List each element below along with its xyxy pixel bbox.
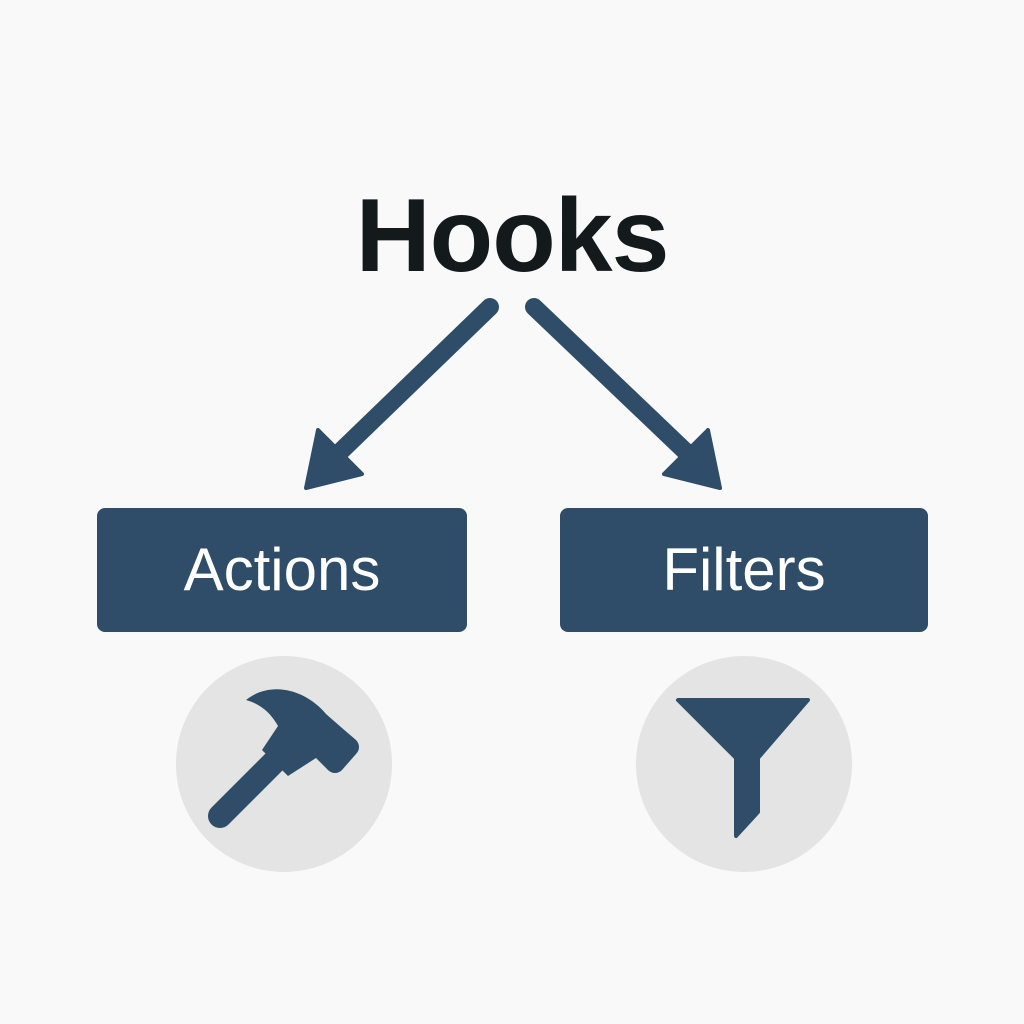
filters-icon-circle: [636, 656, 852, 872]
actions-box: Actions: [97, 508, 467, 632]
arrow-to-filters: [525, 298, 722, 490]
filters-label: Filters: [662, 536, 826, 603]
actions-icon-circle: [176, 656, 392, 872]
diagram-title: Hooks: [355, 178, 670, 294]
hammer-icon: [208, 689, 359, 828]
arrow-to-actions: [304, 298, 499, 490]
filters-box: Filters: [560, 508, 928, 632]
actions-label: Actions: [183, 536, 381, 603]
funnel-icon: [676, 698, 810, 838]
